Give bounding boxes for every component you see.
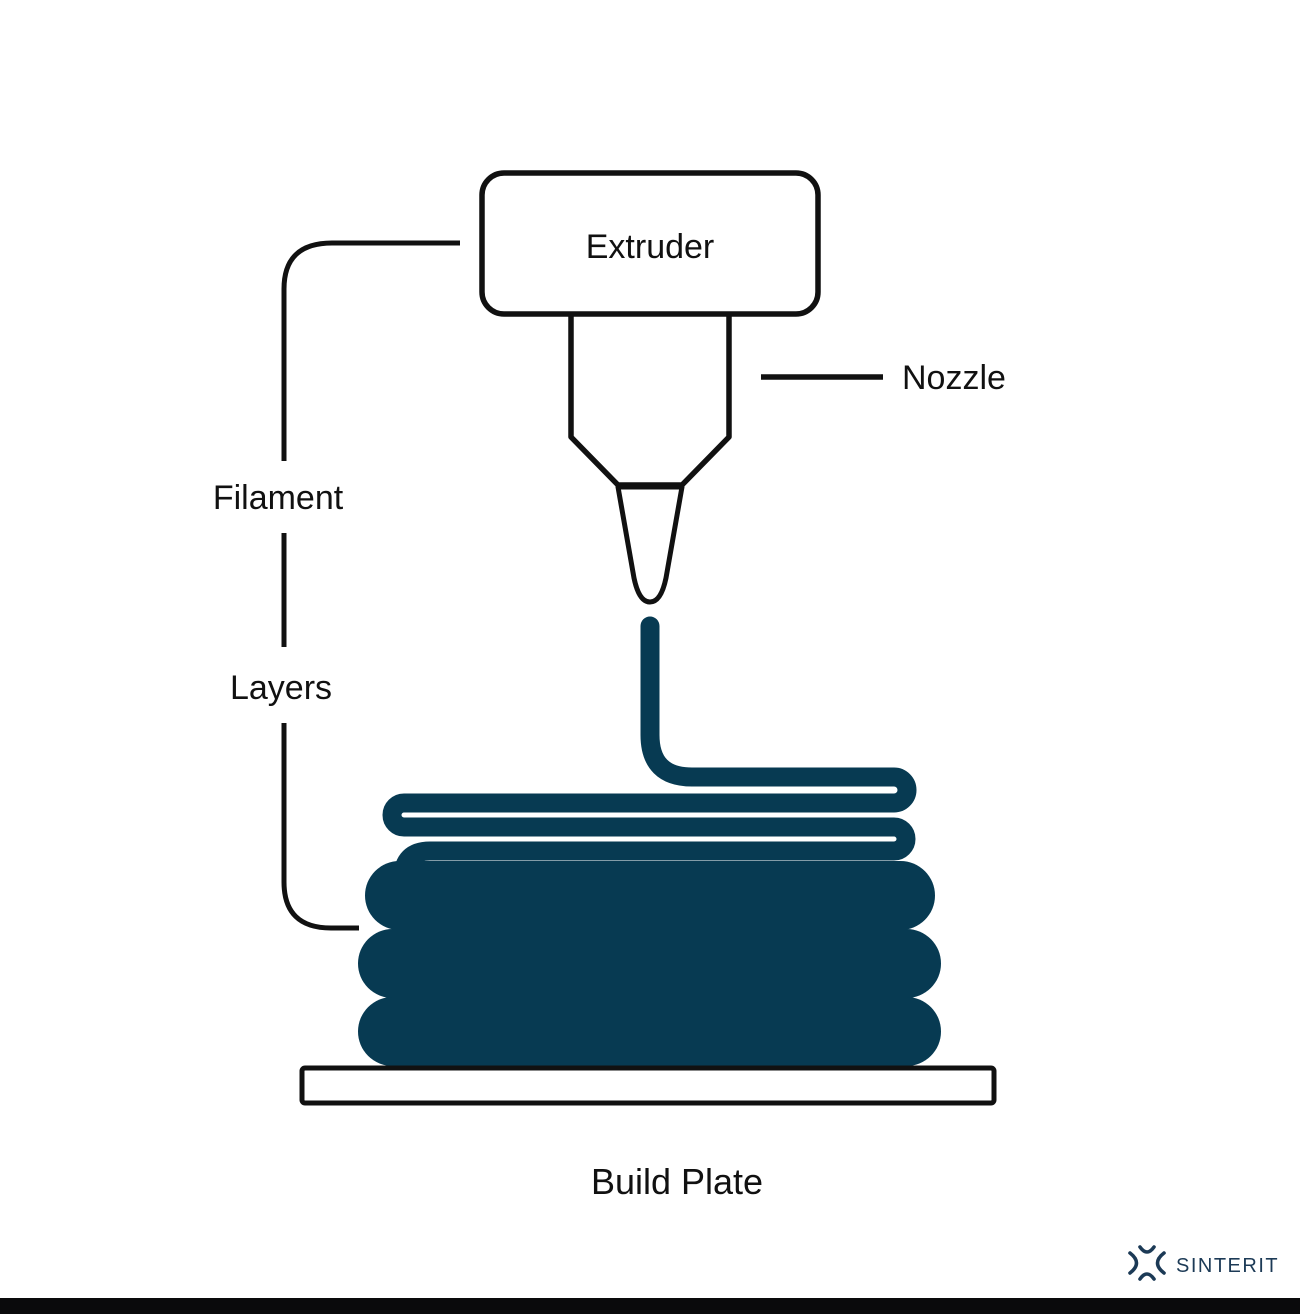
layer-bead-middle (358, 929, 941, 998)
nozzle-body (568, 308, 732, 488)
build-plate-label: Build Plate (591, 1161, 763, 1202)
extruded-filament-strand (382, 616, 917, 888)
nozzle-tip (615, 484, 685, 605)
sinterit-burst-icon (1128, 1245, 1166, 1281)
layers-label: Layers (230, 669, 332, 707)
printed-layers-stack (358, 861, 941, 1066)
filament-label: Filament (213, 479, 344, 517)
layer-bead-top (365, 861, 935, 930)
sinterit-logo-text: SINTERIT (1176, 1255, 1279, 1277)
filament-layers-bracket (281, 240, 460, 931)
extruder-box (479, 170, 821, 317)
build-plate (299, 1065, 997, 1106)
sinterit-logo: SINTERIT (1128, 1245, 1279, 1281)
nozzle-label: Nozzle (902, 359, 1006, 397)
layer-bead-bottom (358, 997, 941, 1066)
footer-bar (0, 1298, 1300, 1314)
extruder-label: Extruder (586, 228, 715, 266)
